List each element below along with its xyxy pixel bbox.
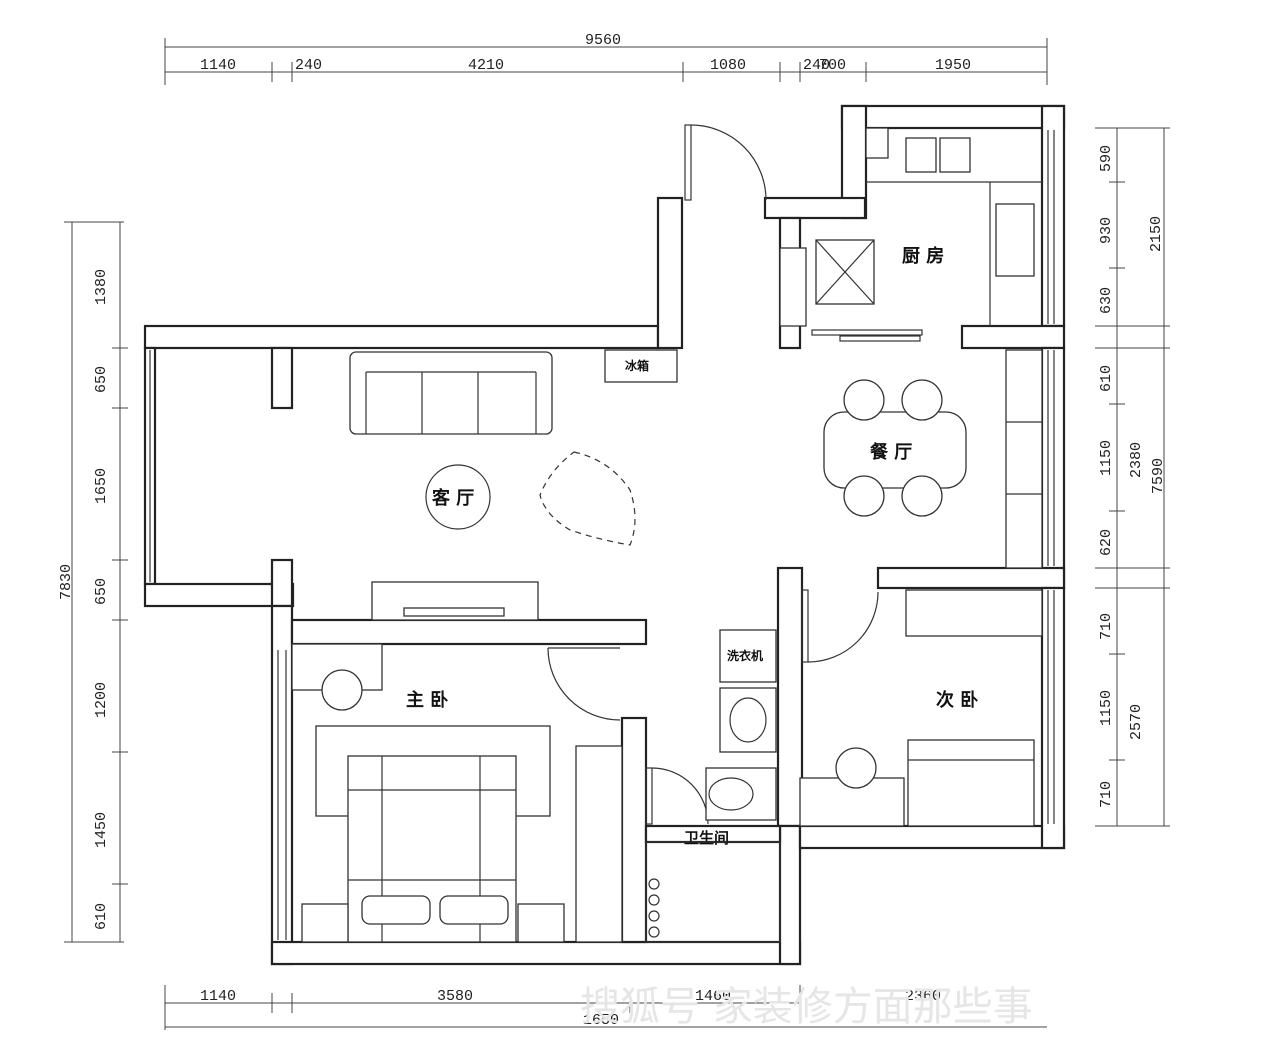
chair-icon [901,379,943,421]
dim-top-1: 1140 [200,57,236,74]
right-dimensions: 590 930 630 610 1150 620 710 1150 710 21… [1095,127,1170,827]
dim-right-2a: 610 [1098,365,1115,392]
washing-machine-label: 洗衣机 [727,648,763,663]
pillow-icon [361,895,431,925]
dim-top-2: 240 [295,57,322,74]
dim-top-5: 240 [803,57,830,74]
dim-top-total: 9560 [585,32,621,49]
dim-right-2b: 1150 [1098,440,1115,476]
sofa-icon [349,351,553,435]
cabinet-icon [779,247,807,327]
bathroom-label: 卫生间 [684,829,729,847]
dim-top-4: 1080 [710,57,746,74]
dim-right-3a: 710 [1098,613,1115,640]
dim-right-2c: 620 [1098,529,1115,556]
pillow-icon [439,895,509,925]
watermark: 搜狐号 家装修方面那些事 [580,984,1033,1030]
basin-icon [719,687,777,753]
dim-left-3: 1650 [93,468,110,504]
dim-right-group2-total: 2380 [1128,442,1145,478]
dim-right-group1-total: 2150 [1148,216,1165,252]
dim-right-3b: 1150 [1098,690,1115,726]
living-room-label: 客 厅 [432,487,474,509]
dim-left-2: 650 [93,366,110,393]
second-bedroom-label: 次 卧 [936,689,978,711]
rug-icon [539,451,636,546]
chair-icon [901,475,943,517]
shower-icon [648,878,660,890]
dining-room-label: 餐 厅 [869,441,912,463]
dim-right-3c: 710 [1098,781,1115,808]
dim-right-1a: 590 [1098,145,1115,172]
dim-left-total: 7830 [58,564,75,600]
wardrobe-icon [575,745,623,943]
dim-top-6: 700 [819,57,846,74]
dim-left-7: 610 [93,903,110,930]
chair-icon [843,379,885,421]
nightstand-icon [301,903,349,943]
nightstand-icon [517,903,565,943]
dim-right-outer-total: 7590 [1150,458,1167,494]
dim-left-6: 1450 [93,812,110,848]
dim-left-5: 1200 [93,682,110,718]
windows [149,130,1055,940]
dim-bottom-3: 1460 [695,988,731,1005]
dining-table-icon [823,411,967,489]
chair-icon [843,475,885,517]
dim-left-1: 1380 [93,269,110,305]
kitchen-furniture: 厨 房 [779,127,1042,327]
dim-bottom-2: 3580 [437,988,473,1005]
fridge-label: 冰箱 [625,358,649,373]
bottom-dimensions: 1140 3580 1460 2360 1650 [164,985,1047,1030]
dim-bottom-total: 1650 [583,1012,619,1029]
master-bedroom-label: 主 卧 [406,689,448,711]
dim-right-group3-total: 2570 [1128,704,1145,740]
toilet-icon [705,767,777,821]
top-dimensions: 9560 1140 240 4210 1080 240 700 1950 [164,32,1048,85]
washing-machine-icon [719,629,777,683]
kitchen-sink-icon [995,203,1035,277]
dim-bottom-1: 1140 [200,988,236,1005]
fridge-box-icon [604,349,678,383]
dim-right-1b: 930 [1098,217,1115,244]
cooktop-burner-icon [905,137,937,173]
bed-icon [907,739,1035,827]
dining-room: 餐 厅 [823,349,1043,569]
second-bedroom: 次 卧 [799,589,1043,827]
master-bedroom: 主 卧 [291,643,623,943]
dim-right-1c: 630 [1098,287,1115,314]
bedroom-desk-icon [799,777,905,827]
wardrobe-icon [1005,349,1043,569]
left-dimensions: 7830 1380 650 1650 650 1200 1450 610 [58,221,128,943]
dim-left-4: 650 [93,578,110,605]
dim-top-7: 1950 [935,57,971,74]
living-room: 冰箱 客 厅 [349,349,678,621]
kitchen-label: 厨 房 [902,245,944,267]
wardrobe-icon [905,589,1043,637]
chair-icon [835,747,877,789]
cooktop-burner-icon [939,137,971,173]
bathroom: 洗衣机 卫生间 [645,629,781,943]
dim-bottom-4: 2360 [905,988,941,1005]
dim-top-3: 4210 [468,57,504,74]
tv-icon [403,607,505,617]
chair-icon [321,669,363,711]
kitchen-corner-box [865,127,889,159]
